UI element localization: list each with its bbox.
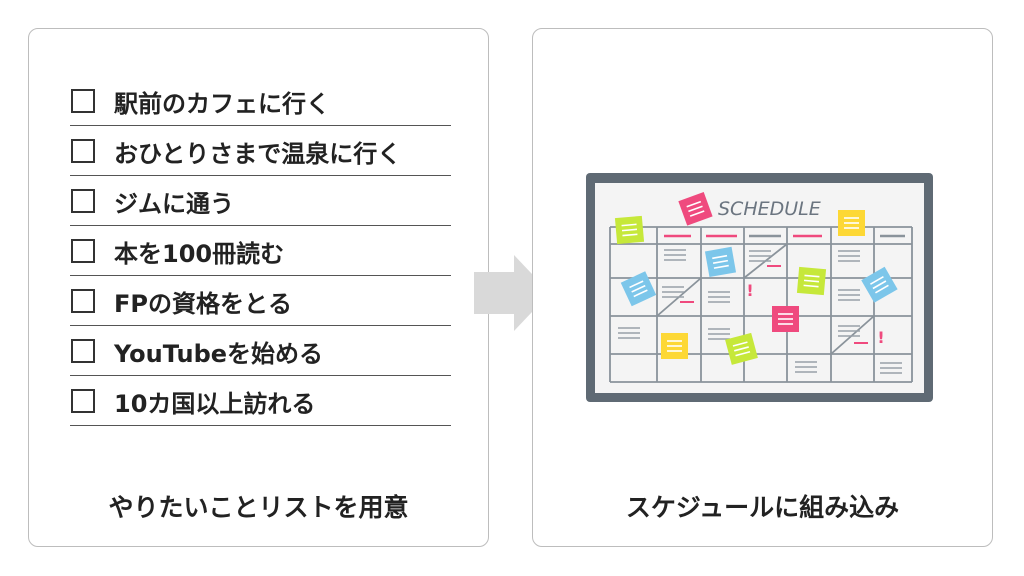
checkbox[interactable] xyxy=(71,89,95,113)
sticky-note xyxy=(772,306,799,332)
right-caption: スケジュールに組み込み xyxy=(625,493,900,522)
arrow-right-icon xyxy=(474,255,550,331)
checklist-item: 本を100冊読む xyxy=(70,226,451,276)
todo-list-panel: 駅前のカフェに行くおひとりさまで温泉に行くジムに通う本を100冊読む FPの資格を… xyxy=(28,28,489,547)
checkbox[interactable] xyxy=(71,289,95,313)
sticky-note xyxy=(620,271,657,307)
checklist-item-label: おひとりさまで温泉に行く xyxy=(114,140,402,168)
checklist-item: おひとりさまで温泉に行く xyxy=(70,126,451,176)
sticky-note xyxy=(678,191,713,226)
diagonal-line xyxy=(830,315,875,355)
sticky-note xyxy=(725,332,758,365)
checklist-item: 駅前のカフェに行く xyxy=(70,76,451,126)
checklist-item: YouTubeを始める xyxy=(70,326,451,376)
calendar-grid xyxy=(609,226,913,383)
checklist-item: 10カ国以上訪れる xyxy=(70,376,451,426)
board-title: SCHEDULE xyxy=(718,198,821,220)
checklist-item: ジムに通う xyxy=(70,176,451,226)
checklist-item-label: 駅前のカフェに行く xyxy=(114,90,330,118)
sticky-note xyxy=(838,210,865,236)
sticky-note xyxy=(861,266,898,303)
checklist-item-label: YouTubeを始める xyxy=(114,340,324,368)
checkbox[interactable] xyxy=(71,389,95,413)
left-caption: やりたいことリストを用意 xyxy=(108,493,409,522)
checklist-item-label: 10カ国以上訪れる xyxy=(114,390,316,418)
sticky-notes xyxy=(614,191,898,365)
checklist-item-label: FPの資格をとる xyxy=(114,290,292,318)
checkbox[interactable] xyxy=(71,339,95,363)
sticky-note xyxy=(614,215,645,245)
checklist-item-label: ジムに通う xyxy=(114,190,234,218)
checkbox[interactable] xyxy=(71,189,95,213)
sticky-note xyxy=(661,333,688,359)
checklist-item: FPの資格をとる xyxy=(70,276,451,326)
sticky-note xyxy=(796,266,827,296)
checkbox[interactable] xyxy=(71,139,95,163)
exclamation-icon: ! xyxy=(877,328,884,347)
exclamation-icon: ! xyxy=(746,281,753,300)
sticky-note xyxy=(704,246,737,278)
calendar-marks: !! xyxy=(618,234,905,374)
checkbox[interactable] xyxy=(71,239,95,263)
checklist-item-label: 本を100冊読む xyxy=(114,240,285,268)
schedule-board-illustration: SCHEDULE !! xyxy=(586,173,933,402)
